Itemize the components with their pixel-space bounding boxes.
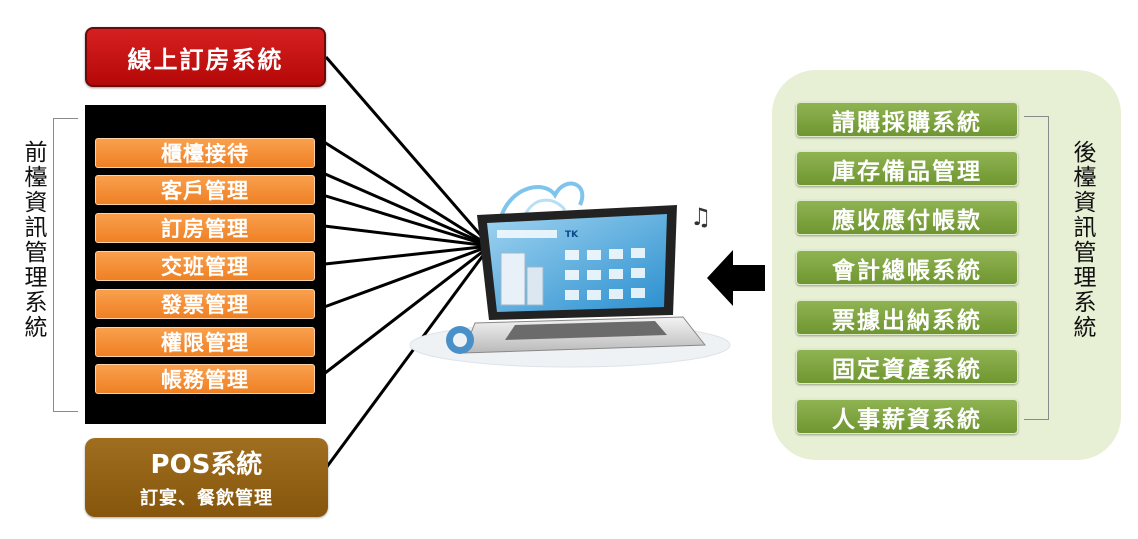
back-item-payroll: 人事薪資系統: [796, 399, 1018, 434]
back-item-assets: 固定資產系統: [796, 349, 1018, 384]
online-booking-label: 線上訂房系統: [127, 45, 284, 74]
back-item-label: 票據出納系統: [832, 307, 982, 334]
back-item-label: 庫存備品管理: [832, 158, 982, 185]
screen-building: [500, 252, 526, 306]
connector-line: [324, 245, 492, 469]
back-item-inventory: 庫存備品管理: [796, 151, 1018, 186]
back-office-bracket: [1024, 116, 1049, 420]
front-item-label: 客戶管理: [161, 179, 249, 203]
front-item-label: 交班管理: [161, 255, 249, 279]
online-booking-box: 線上訂房系統: [85, 27, 326, 87]
music-note-icon: ♫: [690, 203, 712, 231]
front-item-shift: 交班管理: [95, 251, 315, 281]
connector-line: [315, 223, 491, 248]
connector-line: [315, 244, 491, 312]
back-item-purchasing: 請購採購系統: [796, 102, 1018, 137]
connector-line: [315, 244, 491, 382]
front-item-label: 帳務管理: [161, 368, 249, 392]
front-office-title: 前檯資訊管理系統: [20, 140, 46, 340]
pos-subtitle: 訂宴、餐飲管理: [140, 488, 273, 509]
front-item-label: 發票管理: [161, 293, 249, 317]
back-item-label: 人事薪資系統: [832, 406, 982, 433]
front-item-booking: 訂房管理: [95, 213, 315, 243]
back-item-cashier: 票據出納系統: [796, 300, 1018, 335]
connector-line: [324, 56, 492, 247]
connector-line: [315, 244, 491, 267]
back-item-receivable: 應收應付帳款: [796, 200, 1018, 235]
back-item-ledger: 會計總帳系統: [796, 250, 1018, 285]
back-office-title: 後檯資訊管理系統: [1069, 140, 1095, 340]
front-item-label: 櫃檯接待: [161, 142, 249, 166]
front-item-label: 權限管理: [161, 331, 249, 355]
back-item-label: 請購採購系統: [832, 109, 982, 136]
front-item-label: 訂房管理: [161, 217, 249, 241]
connector-line: [315, 168, 491, 248]
laptop-illustration: ♫ TK: [409, 181, 731, 368]
front-item-accounting: 帳務管理: [95, 364, 315, 394]
front-office-panel: 櫃檯接待 客戶管理 訂房管理 交班管理 發票管理 權限管理 帳務管理: [85, 105, 326, 424]
back-item-label: 固定資產系統: [832, 356, 982, 383]
pos-box: POS系統 訂宴、餐飲管理: [85, 438, 328, 517]
front-item-reception: 櫃檯接待: [95, 138, 315, 168]
left-arrow-icon: [707, 250, 765, 306]
front-office-bracket: [53, 118, 78, 412]
front-item-customer: 客戶管理: [95, 175, 315, 205]
back-item-label: 應收應付帳款: [832, 207, 982, 234]
laptop-screen-banner: TK: [565, 230, 579, 240]
water-splash: [498, 181, 585, 221]
back-item-label: 會計總帳系統: [832, 257, 982, 284]
front-item-permission: 權限管理: [95, 327, 315, 357]
connector-line: [315, 135, 491, 248]
front-item-invoice: 發票管理: [95, 289, 315, 319]
connector-line: [315, 191, 491, 248]
pos-title: POS系統: [150, 450, 263, 480]
